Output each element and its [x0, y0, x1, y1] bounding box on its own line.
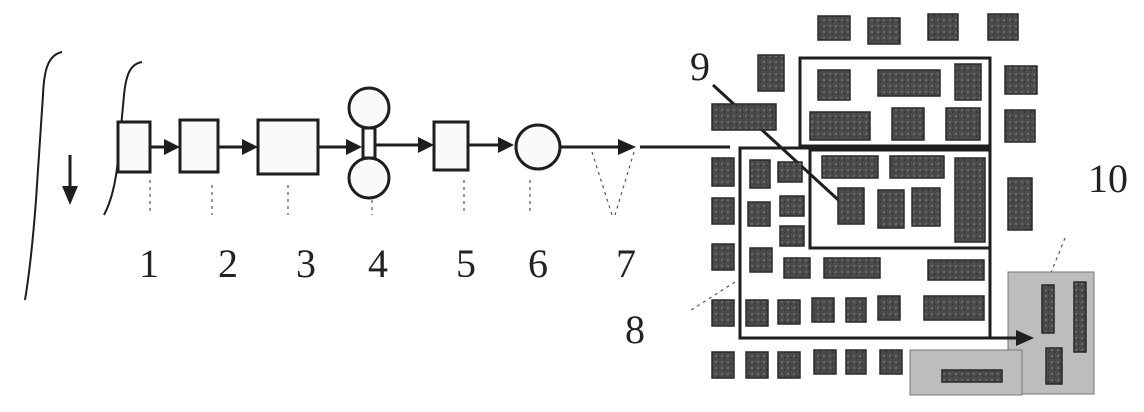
block — [889, 155, 945, 179]
stage-4-bottom-roller — [347, 156, 391, 200]
block — [823, 257, 881, 279]
arrow-4-5-icon — [418, 137, 434, 153]
block — [779, 225, 805, 247]
stage-1-box — [116, 120, 152, 174]
block — [911, 187, 941, 227]
stage-5-box — [432, 120, 470, 172]
label-1: 1 — [139, 241, 159, 286]
block — [1073, 281, 1087, 353]
block — [811, 297, 835, 323]
block — [749, 159, 771, 189]
stage-4-top-roller — [347, 86, 391, 130]
block — [783, 257, 811, 279]
down-arrow-icon — [62, 186, 78, 205]
leader-7b — [614, 151, 635, 216]
label-2: 2 — [218, 241, 238, 286]
building-blocks — [711, 13, 1087, 385]
arrow-3-4-icon — [346, 139, 362, 155]
block — [837, 187, 865, 225]
block — [927, 13, 959, 41]
block — [817, 15, 851, 41]
block — [845, 349, 867, 375]
block — [1007, 177, 1033, 231]
stage-4-connector — [361, 126, 377, 160]
block — [711, 197, 735, 225]
block — [877, 189, 905, 229]
block — [757, 54, 785, 92]
arrow-2-3-icon — [242, 139, 258, 155]
block — [821, 155, 879, 179]
block — [1041, 284, 1055, 334]
block — [891, 107, 925, 141]
block — [777, 351, 801, 379]
block — [777, 299, 801, 325]
block — [745, 351, 769, 379]
label-6: 6 — [528, 241, 548, 286]
label-9: 9 — [690, 44, 710, 89]
block — [987, 13, 1019, 41]
block — [845, 297, 867, 323]
arrow-1-2-icon — [164, 139, 180, 155]
block — [1004, 65, 1038, 95]
block — [923, 295, 985, 321]
block — [711, 299, 735, 327]
leader-10 — [1049, 237, 1066, 276]
block — [877, 295, 901, 321]
label-5: 5 — [456, 241, 476, 286]
block — [711, 103, 777, 131]
arrow-5-6-icon — [498, 137, 514, 153]
left-bracket-outer — [24, 51, 63, 301]
block — [954, 157, 986, 243]
block — [711, 243, 735, 271]
block — [779, 195, 805, 217]
leader-8 — [687, 281, 736, 313]
block — [747, 201, 771, 227]
block — [749, 247, 773, 273]
label-10: 10 — [1088, 156, 1128, 201]
block — [954, 63, 982, 101]
upper-frame — [798, 56, 992, 148]
label-3: 3 — [296, 241, 316, 286]
block — [877, 69, 941, 97]
block — [1004, 109, 1036, 143]
block — [1045, 347, 1063, 385]
block — [711, 157, 735, 187]
block — [867, 17, 901, 45]
block — [927, 259, 985, 281]
leader-7a — [591, 151, 613, 216]
label-8: 8 — [625, 307, 645, 352]
block — [809, 111, 871, 141]
block — [745, 299, 769, 327]
label-4: 4 — [368, 241, 388, 286]
stage-2-box — [178, 118, 220, 174]
block — [945, 107, 981, 141]
block — [777, 161, 803, 183]
block — [711, 351, 735, 379]
label-7: 7 — [616, 241, 636, 286]
block — [817, 69, 851, 101]
stage-3-box — [256, 118, 320, 176]
block — [941, 369, 1003, 383]
block — [813, 349, 837, 375]
arrow-to-10-icon — [1016, 330, 1034, 346]
arrow-6-7-icon — [618, 139, 636, 155]
block — [879, 349, 903, 375]
stage-6-circle — [514, 123, 562, 171]
